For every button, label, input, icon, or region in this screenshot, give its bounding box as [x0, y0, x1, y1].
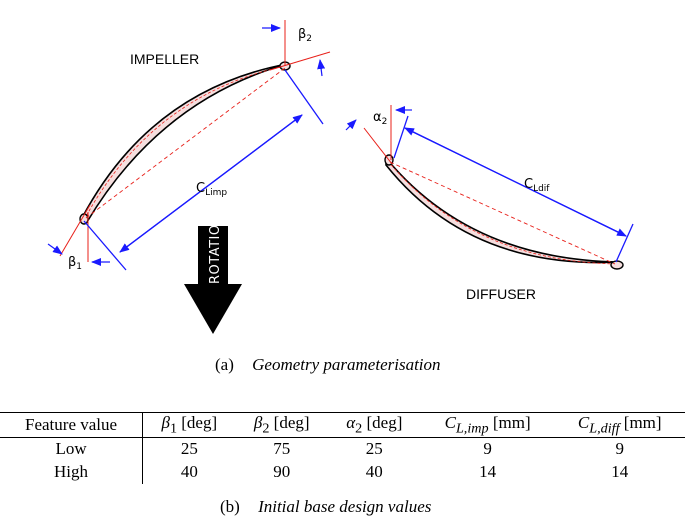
- rotation-arrow: ROTATION: [184, 214, 242, 334]
- caption-b-text: Initial base design values: [258, 497, 432, 516]
- cell-alpha2: 40: [365, 462, 383, 482]
- diffuser-blade: [384, 154, 624, 270]
- cell-feature: High: [0, 460, 144, 485]
- table-header-row: Feature value β1 [deg] β2 [deg] α2 [deg]…: [0, 411, 685, 439]
- rotation-label: ROTATION: [208, 214, 223, 284]
- c-limp-label: CLimp: [196, 181, 227, 198]
- beta2-label: β2: [298, 27, 312, 44]
- cell-alpha2: 25: [365, 439, 383, 459]
- cell-cl-imp: 9: [483, 439, 492, 459]
- c-ldif-label: CLdif: [524, 177, 550, 194]
- cell-beta1: 25: [180, 439, 198, 459]
- header-beta2: β2 [deg]: [235, 411, 328, 439]
- impeller-blade: [79, 61, 291, 225]
- impeller-chord-line: [85, 67, 286, 219]
- table-row: Low 25 75 25 9 9: [0, 437, 685, 461]
- alpha-arrows: [345, 106, 412, 131]
- caption-a-text: Geometry parameterisation: [252, 355, 441, 374]
- impeller-label: IMPELLER: [130, 51, 199, 67]
- cell-beta2: 90: [273, 462, 291, 482]
- diffuser-reference-lines: [363, 105, 393, 165]
- design-values-table: Feature value β1 [deg] β2 [deg] α2 [deg]…: [0, 411, 685, 485]
- header-cl-imp: CL,imp [mm]: [420, 411, 555, 439]
- diffuser-dimension-lines: [393, 115, 634, 263]
- caption-b: (b) Initial base design values: [220, 497, 431, 517]
- cell-cl-diff: 9: [615, 439, 624, 459]
- diffuser-chord-line: [389, 161, 616, 265]
- impeller-dimension-lines: [83, 69, 324, 271]
- beta1-label: β1: [68, 255, 82, 272]
- header-feature-value: Feature value: [0, 411, 144, 439]
- caption-a-tag: (a): [215, 355, 234, 374]
- impeller-reference-lines: [59, 20, 331, 262]
- header-cl-diff: CL,diff [mm]: [554, 411, 685, 439]
- cell-beta1: 40: [180, 462, 198, 482]
- table-row: High 40 90 40 14 14: [0, 460, 685, 485]
- caption-a: (a) Geometry parameterisation: [215, 355, 441, 375]
- header-beta1: β1 [deg]: [142, 411, 236, 439]
- beta-arrows: [47, 24, 326, 266]
- diffuser-label: DIFFUSER: [466, 286, 536, 302]
- cell-beta2: 75: [273, 439, 291, 459]
- alpha2-label: α2: [373, 110, 387, 127]
- cell-cl-diff: 14: [611, 462, 629, 482]
- cell-cl-imp: 14: [479, 462, 497, 482]
- header-alpha2: α2 [deg]: [327, 411, 421, 439]
- caption-b-tag: (b): [220, 497, 240, 516]
- cell-feature: Low: [0, 437, 144, 461]
